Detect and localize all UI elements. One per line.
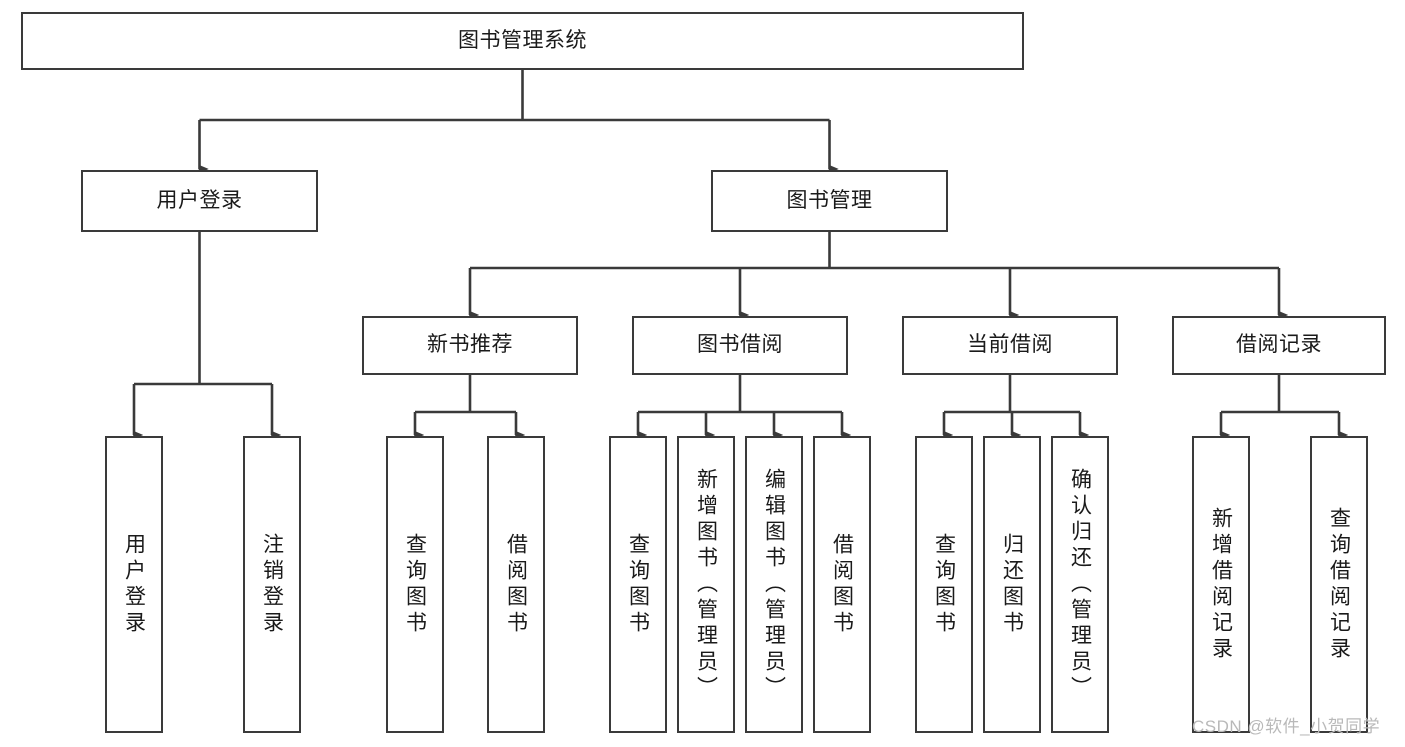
node-current-borrow[interactable]: 当前借阅 bbox=[902, 316, 1118, 375]
node-leaf-logout-login[interactable]: 注销登录 bbox=[243, 436, 301, 733]
node-leaf-user-login-label: 用户登录 bbox=[122, 532, 146, 637]
node-leaf-add-record-label: 新增借阅记录 bbox=[1209, 506, 1233, 663]
node-leaf-query-book-2[interactable]: 查询图书 bbox=[609, 436, 667, 733]
node-leaf-query-record-label: 查询借阅记录 bbox=[1327, 506, 1351, 663]
node-book-borrow[interactable]: 图书借阅 bbox=[632, 316, 848, 375]
node-leaf-confirm-return[interactable]: 确认归还（管理员） bbox=[1051, 436, 1109, 733]
node-leaf-borrow-book-2-label: 借阅图书 bbox=[830, 532, 854, 637]
node-borrow-record[interactable]: 借阅记录 bbox=[1172, 316, 1386, 375]
node-leaf-query-record[interactable]: 查询借阅记录 bbox=[1310, 436, 1368, 733]
node-leaf-edit-book-label: 编辑图书（管理员） bbox=[762, 467, 786, 702]
node-leaf-borrow-book-2[interactable]: 借阅图书 bbox=[813, 436, 871, 733]
node-leaf-query-book-3[interactable]: 查询图书 bbox=[915, 436, 973, 733]
node-leaf-return-book[interactable]: 归还图书 bbox=[983, 436, 1041, 733]
node-new-book-recommend[interactable]: 新书推荐 bbox=[362, 316, 578, 375]
node-book-borrow-label: 图书借阅 bbox=[697, 333, 783, 357]
node-leaf-add-record[interactable]: 新增借阅记录 bbox=[1192, 436, 1250, 733]
node-leaf-add-book-label: 新增图书（管理员） bbox=[694, 467, 718, 702]
node-current-borrow-label: 当前借阅 bbox=[967, 333, 1053, 357]
node-borrow-record-label: 借阅记录 bbox=[1236, 333, 1322, 357]
node-root-label: 图书管理系统 bbox=[458, 28, 587, 52]
node-leaf-query-book-2-label: 查询图书 bbox=[626, 532, 650, 637]
node-book-manage-label: 图书管理 bbox=[786, 188, 873, 212]
node-new-book-recommend-label: 新书推荐 bbox=[427, 333, 513, 357]
node-leaf-logout-login-label: 注销登录 bbox=[260, 532, 284, 637]
node-leaf-query-book-1[interactable]: 查询图书 bbox=[386, 436, 444, 733]
node-leaf-borrow-book-1[interactable]: 借阅图书 bbox=[487, 436, 545, 733]
node-leaf-edit-book[interactable]: 编辑图书（管理员） bbox=[745, 436, 803, 733]
node-leaf-confirm-return-label: 确认归还（管理员） bbox=[1068, 467, 1092, 702]
node-leaf-user-login[interactable]: 用户登录 bbox=[105, 436, 163, 733]
node-leaf-query-book-1-label: 查询图书 bbox=[403, 532, 427, 637]
node-leaf-return-book-label: 归还图书 bbox=[1000, 532, 1024, 637]
node-user-login[interactable]: 用户登录 bbox=[81, 170, 318, 232]
node-root[interactable]: 图书管理系统 bbox=[21, 12, 1024, 70]
node-user-login-label: 用户登录 bbox=[156, 188, 243, 212]
node-leaf-borrow-book-1-label: 借阅图书 bbox=[504, 532, 528, 637]
node-leaf-add-book[interactable]: 新增图书（管理员） bbox=[677, 436, 735, 733]
node-book-manage[interactable]: 图书管理 bbox=[711, 170, 948, 232]
node-leaf-query-book-3-label: 查询图书 bbox=[932, 532, 956, 637]
